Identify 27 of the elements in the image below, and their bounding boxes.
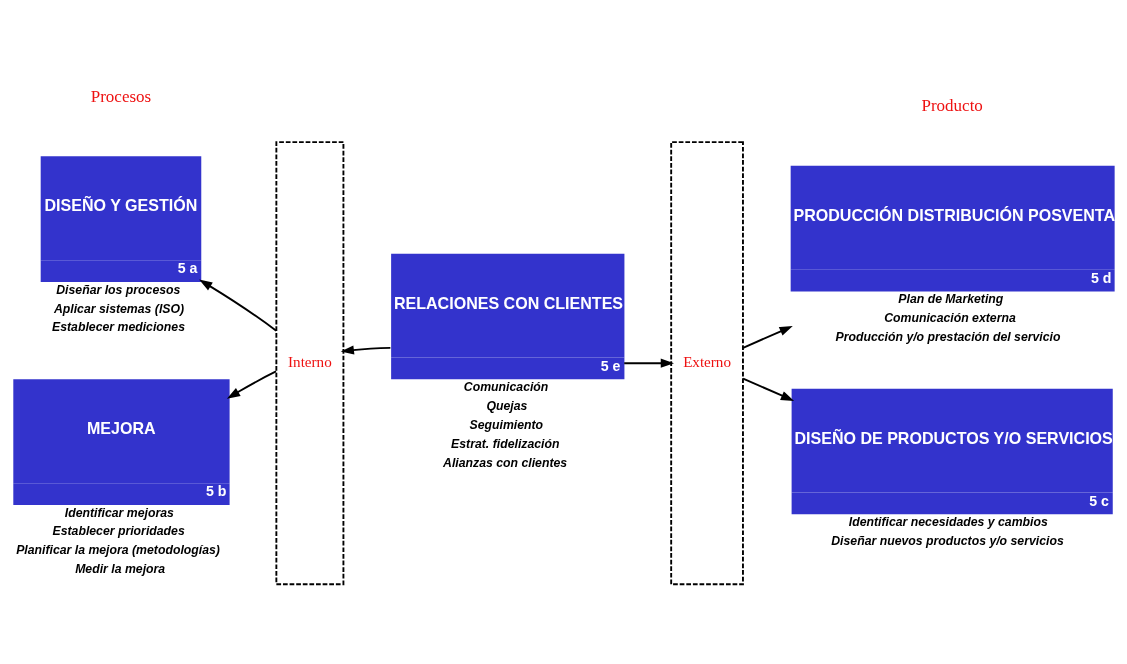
node-label: Planificar la mejora (metodologías) — [16, 542, 220, 557]
arrow — [199, 279, 278, 332]
node-label: Identificar mejoras — [64, 505, 174, 520]
arrow — [340, 344, 392, 355]
arrow — [742, 325, 793, 349]
node-label: Identificar necesidades y cambios — [848, 514, 1048, 529]
node-label: Diseñar los procesos — [56, 282, 181, 297]
arrow — [742, 377, 795, 401]
node-label: Comunicación — [463, 379, 549, 394]
node-label: Diseñar nuevos productos y/o servicios — [831, 533, 1064, 548]
node-label: Seguimiento — [469, 417, 544, 432]
node-label: Medir la mejora — [75, 561, 166, 576]
label: Procesos — [90, 86, 152, 106]
node-box: Externo — [670, 140, 744, 585]
node-box: Interno — [275, 140, 345, 585]
node-label: Quejas — [486, 398, 528, 413]
arrow — [623, 358, 674, 368]
node-label: Alianzas con clientes — [443, 455, 568, 470]
node-label: Aplicar sistemas (ISO) — [53, 301, 185, 316]
label: Producto — [921, 95, 983, 115]
node-label: Producción y/o prestación del servicio — [835, 329, 1061, 344]
node-label: Estrat. fidelización — [451, 436, 560, 451]
node-label: Plan de Marketing — [898, 291, 1004, 306]
node-label: Establecer prioridades — [52, 523, 185, 538]
arrow — [226, 370, 277, 399]
node-label: Comunicación externa — [884, 310, 1016, 325]
node-label: Establecer mediciones — [52, 319, 185, 334]
